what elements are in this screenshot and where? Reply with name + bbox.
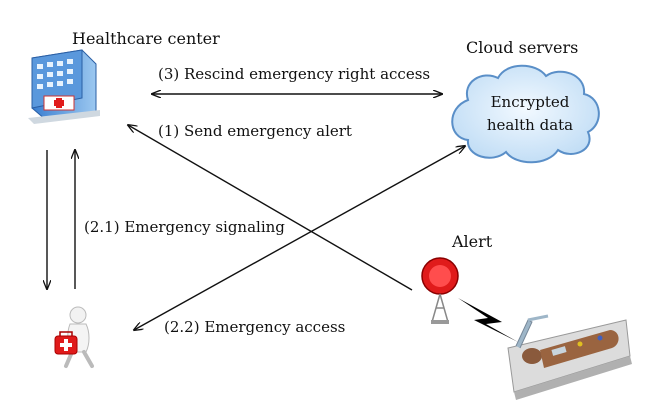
alert-label: Alert [451,232,493,251]
alert-siren-icon [421,257,459,324]
edge-label-rescind: (3) Rescind emergency right access [158,65,430,83]
patient-bed-icon [507,314,632,400]
hospital-building-icon [28,49,100,124]
arrow-cloud-access [134,146,465,330]
edge-label-signaling: (2.1) Emergency signaling [84,218,285,236]
arrows [47,94,465,330]
cloud-servers-icon [451,64,600,164]
cloud-servers-label: Cloud servers [466,38,578,57]
edge-label-access: (2.2) Emergency access [164,318,345,336]
wireless-signal-icon [458,298,518,342]
arrow-send-alert [128,125,413,291]
cloud-text-line2: health data [487,116,573,134]
cloud-text-line1: Encrypted [491,93,570,111]
emergency-responder-icon [54,306,94,368]
edge-label-send-alert: (1) Send emergency alert [158,122,352,140]
healthcare-center-label: Healthcare center [72,29,220,48]
